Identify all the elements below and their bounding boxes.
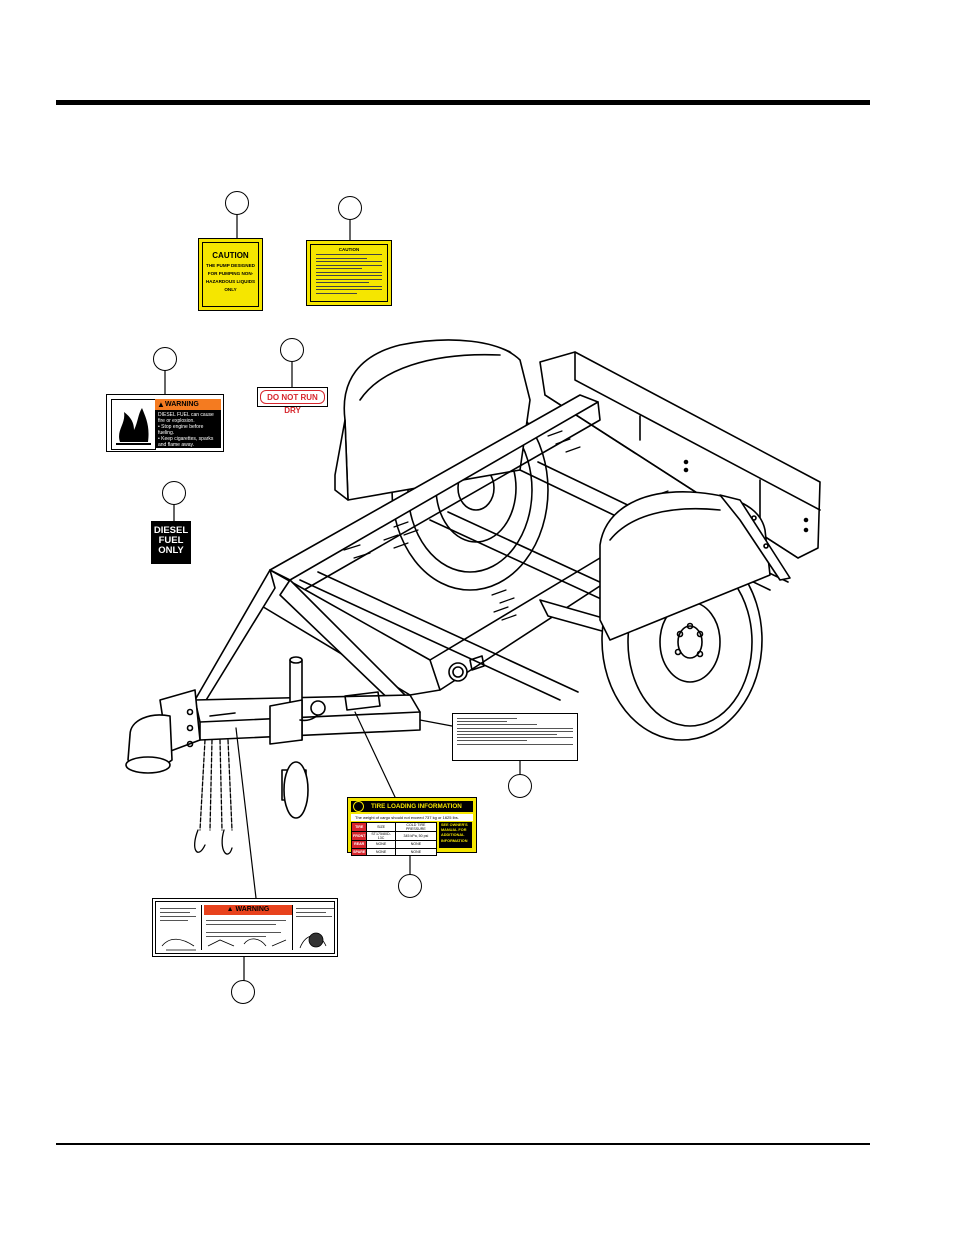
warning-decal-towing: ▲ WARNING — [152, 898, 338, 957]
coupler — [125, 689, 201, 774]
near-wheel — [599, 491, 791, 741]
footer-rule — [56, 1143, 870, 1145]
tire-col-header: SIZE — [366, 822, 396, 832]
see-owners-manual-box: SEE OWNER'S MANUAL FOR ADDITIONAL INFORM… — [439, 822, 472, 848]
warning-line: DIESEL FUEL can cause — [158, 412, 214, 418]
caution-line: THE PUMP DESIGNED — [206, 263, 255, 268]
warning-triangle-icon: ▲ — [157, 400, 165, 409]
caution-heading: CAUTION — [338, 247, 360, 252]
callout-circle — [231, 980, 255, 1004]
diesel-fuel-only-decal: DIESEL FUEL ONLY — [151, 521, 191, 564]
tongue-jack — [269, 656, 326, 819]
do-not-run-dry-decal: DO NOT RUN DRY — [257, 387, 328, 415]
decal-line: ONLY — [158, 545, 184, 556]
vin-plate-decal — [452, 713, 578, 761]
far-wheel — [334, 339, 549, 591]
callout-circle — [508, 774, 532, 798]
warning-line: • Stop engine before fueling. — [158, 424, 204, 436]
callout-circle — [162, 481, 186, 505]
safety-chains — [194, 739, 233, 855]
warning-line: • Keep cigarettes, sparks — [158, 436, 214, 442]
caution-line: HAZARDOUS LIQUIDS — [205, 279, 256, 284]
warning-line: fire or explosion. — [158, 418, 195, 424]
header-rule — [56, 100, 870, 105]
rear-bumper — [539, 351, 821, 559]
fire-icon — [111, 399, 156, 450]
caution-line: FOR PUMPING NON- — [207, 271, 254, 276]
callout-circle — [225, 191, 249, 215]
table-row: SPARE NONE NONE — [350, 847, 438, 856]
tire-icon — [353, 801, 364, 812]
tire-loading-decal: TIRE LOADING INFORMATION The weight of c… — [347, 797, 477, 856]
warning-decal-diesel-fire: ▲ WARNING DIESEL FUEL can cause fire or … — [106, 394, 224, 452]
decal-line: FUEL — [158, 535, 184, 546]
warning-triangle-icon: ▲ — [226, 906, 236, 913]
caution-decal-nonhazardous: CAUTION THE PUMP DESIGNED FOR PUMPING NO… — [198, 238, 263, 311]
warning-line: and flame away. — [158, 442, 195, 448]
decal-line: DIESEL — [153, 525, 189, 536]
callout-circle — [398, 874, 422, 898]
tire-col-header: TIRE — [350, 822, 368, 832]
caution-decal-instructions: CAUTION — [306, 240, 392, 306]
tire-table: TIRE SIZE COLD TIRE PRESSURE FRONT ST175… — [350, 822, 438, 856]
warning-heading: WARNING — [165, 401, 199, 408]
tire-loading-heading: TIRE LOADING INFORMATION — [351, 801, 473, 812]
table-row: FRONT ST175/80D-13C 345 kPa, 50 psi — [350, 831, 438, 841]
callout-circle — [153, 347, 177, 371]
do-not-run-dry-text: DO NOT RUN DRY — [260, 390, 325, 415]
table-row: REAR NONE NONE — [350, 840, 438, 849]
callout-circle — [280, 338, 304, 362]
frame — [194, 394, 789, 741]
warning-heading: WARNING — [235, 906, 270, 913]
caution-heading: CAUTION — [212, 251, 249, 260]
leader-lines — [164, 214, 521, 981]
caution-line: ONLY — [224, 287, 237, 292]
tire-col-header: COLD TIRE PRESSURE — [394, 822, 438, 832]
tire-loading-subline: The weight of cargo should not exceed 73… — [351, 814, 473, 821]
callout-circle — [338, 196, 362, 220]
